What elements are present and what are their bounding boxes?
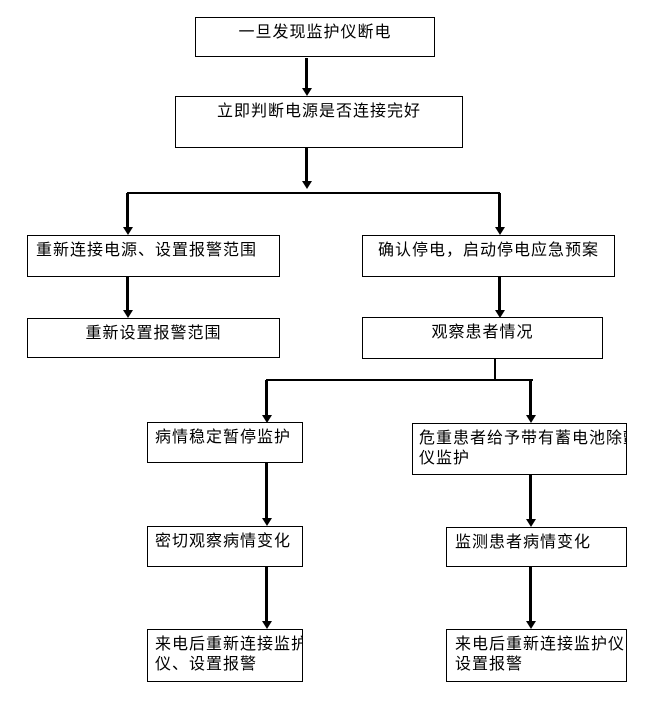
arrow-split-to-reconnect (123, 193, 133, 235)
flow-node-start: 一旦发现监护仪断电 (195, 17, 435, 57)
arrow-reconnect-to-reset-alarm (123, 277, 133, 318)
arrow-shaft (305, 58, 308, 89)
arrow-down-icon (302, 88, 312, 96)
arrow-shaft (529, 380, 532, 416)
node-text-line: 仪、设置报警 (155, 656, 258, 673)
arrow-check-to-split (302, 148, 312, 189)
node-text-line: 仪监护 (419, 450, 471, 467)
arrow-critical-to-monitor (526, 475, 536, 527)
arrow-confirm-to-observe (495, 277, 505, 318)
arrow-shaft (265, 380, 268, 416)
flow-node-close-observe: 密切观察病情变化 (147, 526, 303, 567)
flow-node-monitor-condition: 监测患者病情变化 (446, 527, 627, 567)
node-text-line: 危重患者给予带有蓄电池除颤 (419, 430, 627, 447)
flow-node-observe-patient: 观察患者情况 (362, 317, 603, 359)
arrow-down-icon (262, 518, 272, 526)
arrow-down-icon (526, 621, 536, 629)
flow-node-power-restored-right: 来电后重新连接监护仪、 设置报警 (446, 629, 627, 682)
arrow-down-icon (495, 227, 505, 235)
arrow-start-to-check (302, 58, 312, 96)
arrow-close-observe-to-power-restored (262, 567, 272, 629)
arrow-monitor-to-power-restored (526, 567, 536, 629)
split-connector-line-top (127, 192, 500, 194)
flow-node-stable-pause: 病情稳定暂停监护 (147, 422, 303, 463)
arrow-split-to-stable-pause (262, 380, 272, 423)
arrow-down-icon (123, 227, 133, 235)
arrow-down-icon (123, 310, 133, 318)
flow-node-reset-alarm: 重新设置报警范围 (27, 318, 280, 358)
arrow-down-icon (262, 415, 272, 423)
node-text-line: 设置报警 (455, 656, 524, 673)
arrow-split-to-confirm-outage (495, 193, 505, 235)
flow-node-critical-defib: 危重患者给予带有蓄电池除颤 仪监护 (412, 423, 627, 475)
flow-node-power-restored-left: 来电后重新连接监护 仪、设置报警 (147, 629, 303, 682)
flow-node-check-power: 立即判断电源是否连接完好 (175, 96, 463, 148)
arrow-shaft (498, 193, 501, 228)
arrow-shaft (126, 277, 129, 311)
arrow-shaft (529, 567, 532, 622)
arrow-shaft (305, 148, 308, 182)
arrow-shaft (529, 475, 532, 520)
arrow-down-icon (526, 519, 536, 527)
arrow-shaft (498, 277, 501, 311)
node-text-line: 来电后重新连接监护仪、 (455, 636, 627, 653)
arrow-down-icon (495, 310, 505, 318)
arrow-shaft (265, 463, 268, 519)
arrow-stable-to-close-observe (262, 463, 272, 526)
arrow-down-icon (262, 621, 272, 629)
arrow-shaft (126, 193, 129, 228)
node-text-line: 来电后重新连接监护 (155, 636, 303, 653)
flow-node-reconnect-power: 重新连接电源、设置报警范围 (27, 235, 280, 277)
arrow-split-to-critical-defib (526, 380, 536, 423)
arrow-down-icon (302, 181, 312, 189)
observe-split-stub-line (494, 359, 496, 380)
flow-node-confirm-outage: 确认停电，启动停电应急预案 (362, 235, 615, 277)
split-connector-line-bottom (266, 379, 533, 381)
arrow-down-icon (526, 415, 536, 423)
arrow-shaft (265, 567, 268, 622)
